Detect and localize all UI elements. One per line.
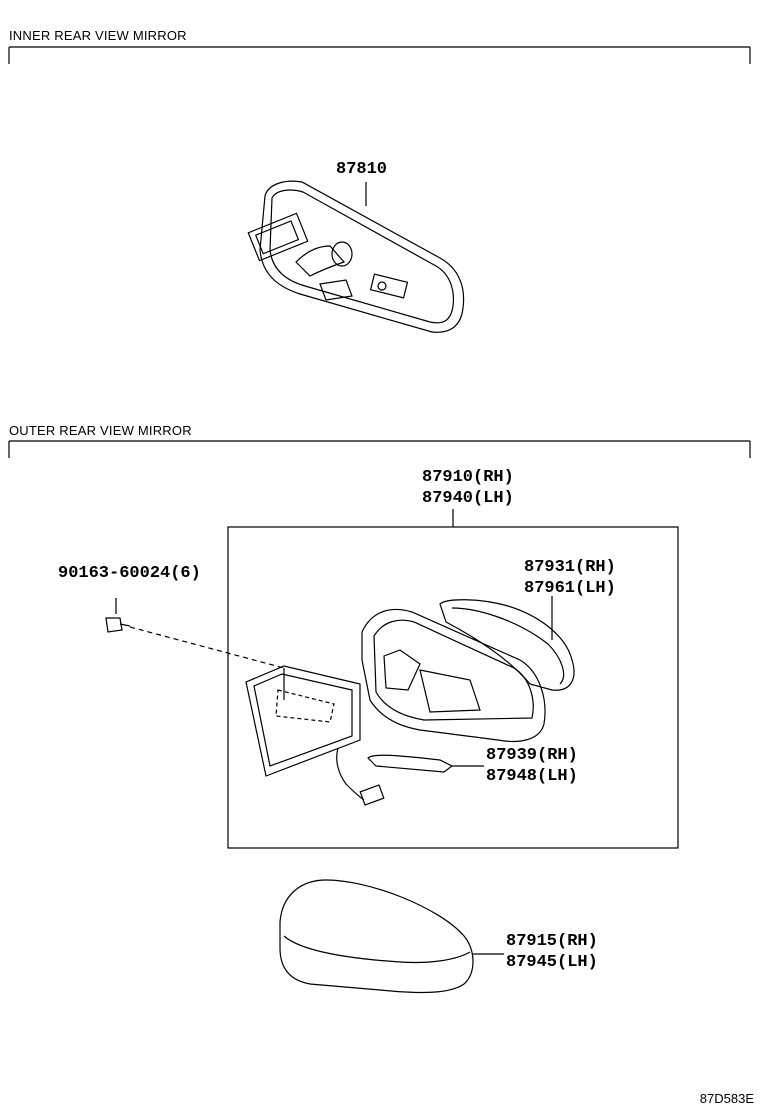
mirror-glass-lh: 87961(LH) — [524, 579, 616, 598]
diagram-reference-code: 87D583E — [699, 1091, 754, 1106]
screw-part-number: 90163-60024(6) — [58, 564, 201, 583]
outer-mirror-drawing — [105, 596, 575, 806]
outer-section-title: OUTER REAR VIEW MIRROR — [9, 423, 192, 438]
outer-mirror-assy-lh: 87940(LH) — [422, 489, 514, 508]
inner-section-title: INNER REAR VIEW MIRROR — [9, 28, 187, 43]
mirror-cover-lh: 87945(LH) — [506, 953, 598, 972]
inner-section-bracket — [8, 46, 751, 64]
side-turn-lamp-rh: 87939(RH) — [486, 746, 578, 765]
mirror-glass-rh: 87931(RH) — [524, 558, 616, 577]
side-turn-lamp-lh: 87948(LH) — [486, 767, 578, 786]
inner-mirror-drawing — [247, 180, 465, 333]
mirror-cover-drawing — [279, 879, 504, 994]
outer-mirror-assy-rh: 87910(RH) — [422, 468, 514, 487]
outer-section-bracket — [8, 440, 751, 458]
inner-mirror-part-number: 87810 — [336, 160, 388, 179]
mirror-cover-rh: 87915(RH) — [506, 932, 598, 951]
